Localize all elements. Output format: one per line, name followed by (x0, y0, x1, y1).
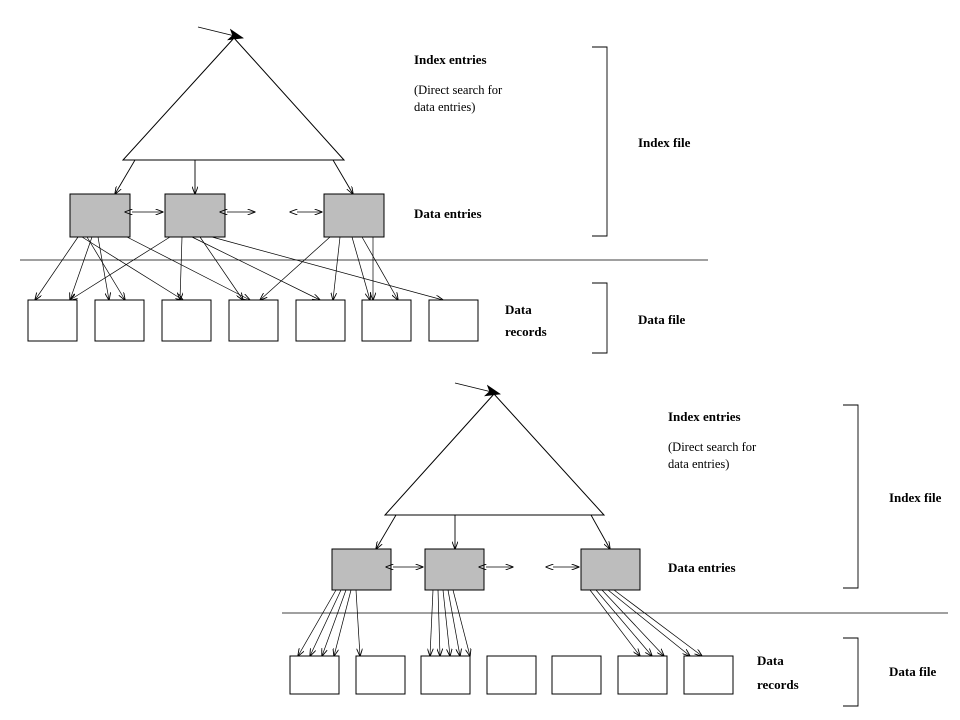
data-entry-page (323, 193, 385, 238)
data-records-label-line2: records (757, 677, 799, 692)
data-record-page (361, 299, 412, 342)
data-record-page (355, 655, 406, 695)
record-pointer-arrows (298, 589, 702, 656)
index-tree-triangle (383, 393, 606, 516)
data-file-label: Data file (638, 312, 686, 327)
data-file-bracket (843, 637, 859, 707)
index-entries-label: Index entries (414, 52, 487, 67)
data-record-page (617, 655, 668, 695)
data-record-page (27, 299, 78, 342)
data-records-label-line1: Data (757, 653, 784, 668)
data-entry-page (580, 548, 641, 591)
record-pointer-arrows (35, 236, 443, 300)
tree-pointer-arrow (376, 514, 397, 549)
data-entry-page (164, 193, 226, 238)
data-entries-label: Data entries (414, 206, 482, 221)
data-entry-page (424, 548, 485, 591)
direct-search-label-line1: (Direct search for (668, 440, 757, 454)
index-file-bracket (592, 46, 608, 237)
data-record-page (161, 299, 212, 342)
tree-pointer-arrow (332, 159, 353, 194)
data-record-page (94, 299, 145, 342)
data-record-page (486, 655, 537, 695)
index-file-bracket (843, 404, 859, 589)
tree-pointer-arrow (590, 514, 610, 549)
data-record-page (228, 299, 279, 342)
data-file-label: Data file (889, 664, 937, 679)
data-entry-page (69, 193, 131, 238)
entry-arrow-icon (197, 26, 244, 41)
data-record-page (295, 299, 346, 342)
direct-search-label-line2: data entries) (668, 457, 729, 471)
tree-pointer-arrow (115, 159, 136, 194)
index-tree-triangle (121, 37, 346, 161)
data-record-page (551, 655, 602, 695)
index-file-label: Index file (889, 490, 942, 505)
data-file-bracket (592, 282, 608, 354)
data-records-label-line1: Data (505, 302, 532, 317)
top-diagram: Index entries (Direct search for data en… (20, 26, 708, 354)
direct-search-label-line2: data entries) (414, 100, 475, 114)
data-entries-label: Data entries (668, 560, 736, 575)
direct-search-label-line1: (Direct search for (414, 83, 503, 97)
entry-arrow-icon (454, 382, 501, 397)
data-record-page (289, 655, 340, 695)
data-entry-page (331, 548, 392, 591)
index-entries-label: Index entries (668, 409, 741, 424)
data-record-page (420, 655, 471, 695)
bottom-diagram: Index entries (Direct search for data en… (282, 382, 948, 707)
data-record-page (683, 655, 734, 695)
data-record-page (428, 299, 479, 342)
index-file-label: Index file (638, 135, 691, 150)
data-records-label-line2: records (505, 324, 547, 339)
